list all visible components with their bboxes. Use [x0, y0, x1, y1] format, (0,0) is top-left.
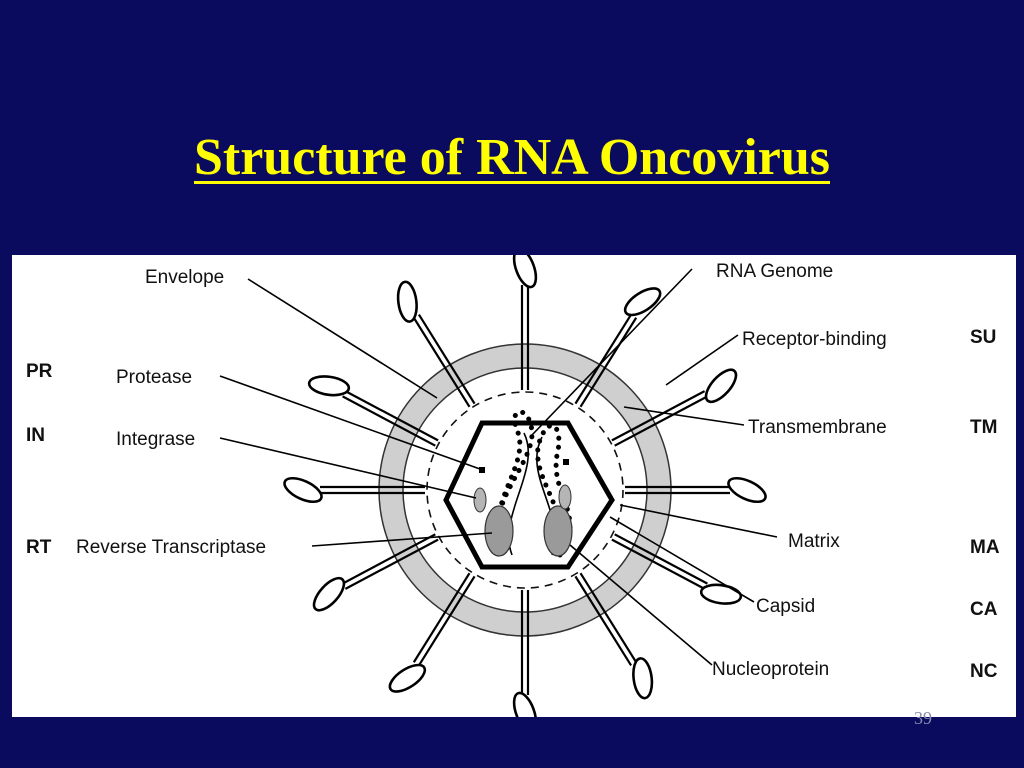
leader-nucleoprotein: [569, 544, 713, 666]
leader-integrase: [219, 437, 477, 499]
glycoprotein-spike: [312, 533, 439, 612]
integrase-left: [473, 487, 487, 513]
transmembrane-stalk: [412, 317, 471, 408]
glycoprotein-spike: [283, 476, 425, 504]
receptor-binding-knob: [512, 255, 538, 289]
reverse-transcriptase-right: [543, 505, 573, 557]
label-reverse-transcriptase: Reverse Transcriptase: [76, 537, 266, 558]
glycoprotein-spike: [611, 368, 738, 447]
receptor-binding-knob: [727, 476, 767, 504]
transmembrane-stalk: [574, 575, 633, 667]
transmembrane-stalk: [344, 538, 439, 590]
matrix-dashed-ring: [426, 391, 624, 589]
label-transmembrane: Transmembrane: [748, 417, 887, 438]
transmembrane-stalk: [342, 395, 436, 447]
abbr-rt: RT: [26, 537, 52, 558]
virus-particle: [378, 343, 672, 637]
transmembrane-stalk: [344, 390, 439, 442]
transmembrane-stalk: [342, 533, 436, 585]
label-protease: Protease: [116, 367, 192, 388]
viral-enzymes: [473, 459, 573, 557]
leader-transmembrane: [623, 406, 745, 426]
capsid-hexagon: [443, 420, 615, 570]
transmembrane-stalk: [614, 533, 708, 585]
leader-receptor-binding: [665, 334, 739, 386]
transmembrane-stalk: [417, 313, 476, 405]
label-matrix: Matrix: [788, 531, 840, 552]
transmembrane-stalk: [412, 572, 471, 663]
glycoprotein-spike: [574, 287, 662, 408]
leader-envelope: [247, 278, 438, 399]
receptor-binding-knob: [396, 280, 418, 323]
abbr-nc: NC: [970, 661, 998, 682]
leader-rna-genome: [531, 268, 693, 436]
label-rna-genome: RNA Genome: [716, 261, 833, 282]
virus-diagram-panel: Envelope Protease Integrase Reverse Tran…: [12, 255, 1016, 717]
leader-reverse-transcriptase: [311, 532, 493, 547]
abbr-ca: CA: [970, 599, 998, 620]
leader-lines: [219, 268, 778, 666]
transmembrane-stalk: [611, 538, 706, 590]
glycoprotein-spike: [388, 572, 476, 693]
abbr-tm: TM: [970, 417, 997, 438]
abbr-su: SU: [970, 327, 996, 348]
transmembrane-stalk: [611, 390, 706, 442]
label-integrase: Integrase: [116, 429, 195, 450]
label-capsid: Capsid: [756, 596, 815, 617]
receptor-binding-knob: [312, 576, 346, 612]
protease-right: [563, 459, 569, 465]
abbr-in: IN: [26, 425, 45, 446]
rna-strand-left: [494, 409, 535, 558]
leader-matrix: [619, 504, 778, 538]
slide-title: Structure of RNA Oncovirus: [193, 129, 830, 186]
leader-protease: [219, 375, 481, 470]
page-number: 39: [914, 708, 932, 728]
reverse-transcriptase-left: [484, 505, 514, 557]
receptor-binding-knob: [704, 368, 738, 404]
receptor-binding-knob: [632, 657, 654, 700]
glycoprotein-spike: [396, 280, 476, 408]
receptor-binding-knob: [388, 663, 427, 693]
glycoprotein-spikes: [283, 255, 767, 717]
label-nucleoprotein: Nucleoprotein: [712, 659, 829, 680]
receptor-binding-knob: [307, 375, 351, 397]
glycoprotein-spike: [611, 533, 743, 605]
receptor-binding-knob: [699, 583, 743, 605]
transmembrane-stalk: [614, 395, 708, 447]
label-receptor-binding: Receptor-binding: [742, 329, 887, 350]
protease-left: [479, 467, 485, 473]
glycoprotein-spike: [512, 255, 538, 390]
transmembrane-stalk: [417, 575, 476, 667]
transmembrane-stalk: [579, 572, 638, 663]
leader-capsid: [609, 516, 755, 603]
abbr-ma: MA: [970, 537, 1000, 558]
glycoprotein-spike: [307, 375, 439, 447]
transmembrane-stalk: [574, 313, 633, 405]
transmembrane-stalk: [579, 317, 638, 408]
receptor-binding-knob: [512, 691, 538, 717]
glycoprotein-spike: [574, 572, 654, 700]
virus-diagram: Envelope Protease Integrase Reverse Tran…: [26, 255, 1000, 717]
glycoprotein-spike: [625, 476, 767, 504]
integrase-right: [558, 484, 572, 510]
receptor-binding-knob: [283, 476, 323, 504]
envelope-inner-membrane: [402, 367, 648, 613]
receptor-binding-knob: [623, 287, 662, 317]
glycoprotein-spike: [512, 590, 538, 717]
abbr-pr: PR: [26, 361, 53, 382]
label-envelope: Envelope: [145, 267, 224, 288]
